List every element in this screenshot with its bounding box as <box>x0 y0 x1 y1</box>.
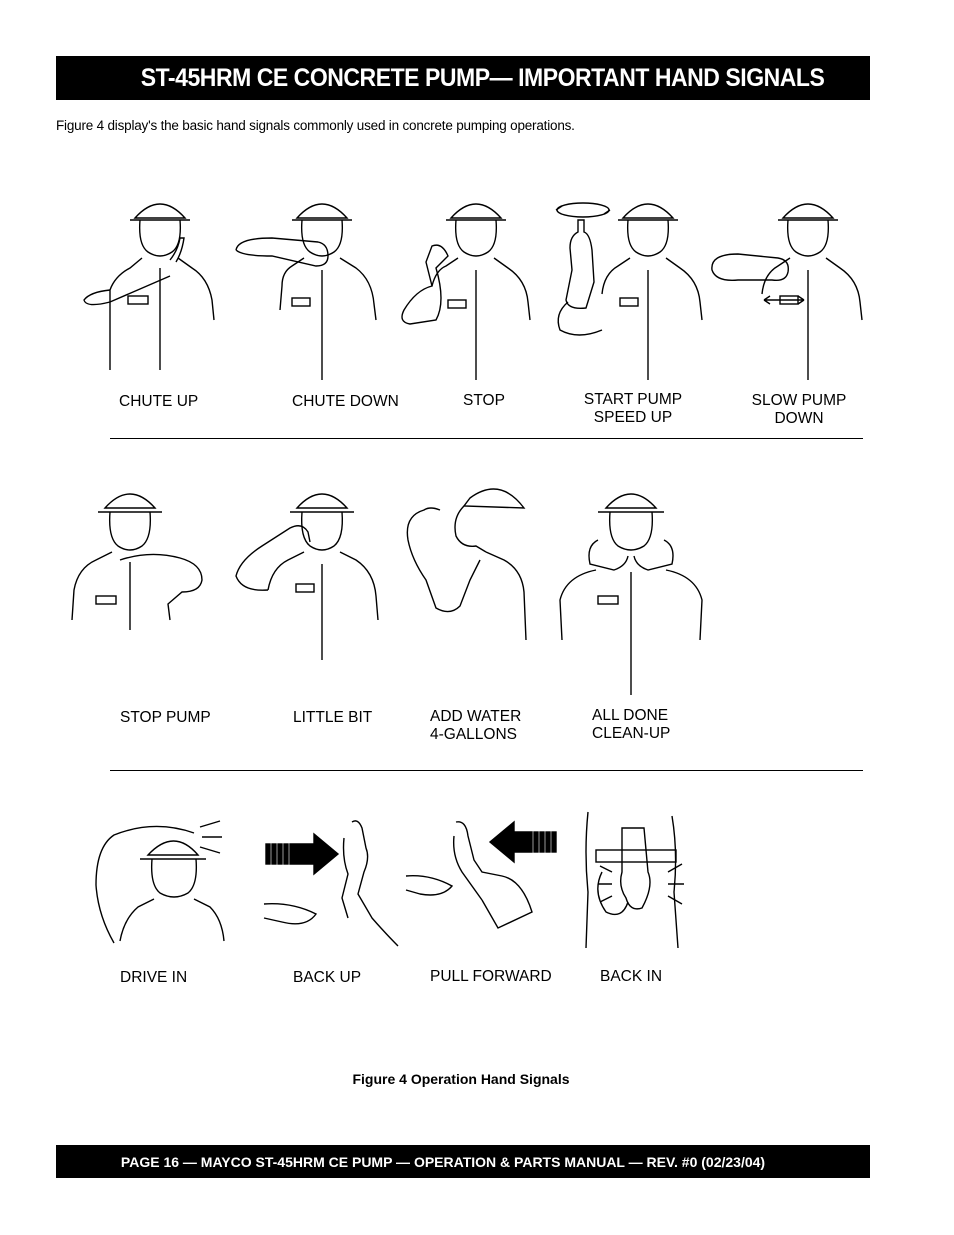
signal-label-chute-up: CHUTE UP <box>119 393 199 410</box>
start-pump-illustration <box>548 190 708 385</box>
signal-label-all-done: ALL DONE <box>592 707 669 724</box>
signal-label-stop: STOP <box>463 392 505 409</box>
slow-pump-illustration <box>708 190 868 385</box>
signal-label-back-up: BACK UP <box>293 969 362 986</box>
pull-forward-illustration <box>402 816 572 941</box>
add-water-illustration <box>400 480 530 655</box>
signal-label-add-water: ADD WATER <box>430 708 522 725</box>
stop-pump-illustration <box>70 480 210 635</box>
signal-label-slow-pump: SLOW PUMP <box>751 392 847 409</box>
signal-label-4-gallons: 4-GALLONS <box>430 726 518 743</box>
signal-label-little-bit: LITTLE BIT <box>293 709 373 726</box>
signal-label-chute-down: CHUTE DOWN <box>292 393 399 410</box>
signal-label-pull-forward: PULL FORWARD <box>430 968 552 985</box>
signal-label-stop-pump: STOP PUMP <box>120 709 211 726</box>
page-title: ST-45HRM CE CONCRETE PUMP— IMPORTANT HAN… <box>141 63 825 92</box>
page-footer-text: PAGE 16 — MAYCO ST-45HRM CE PUMP — OPERA… <box>120 1153 766 1170</box>
back-up-illustration <box>262 818 402 953</box>
page-title-bar: ST-45HRM CE CONCRETE PUMP— IMPORTANT HAN… <box>56 56 870 100</box>
figure-caption-text: Figure 4 Operation Hand Signals <box>352 1071 570 1087</box>
page-footer-bar: PAGE 16 — MAYCO ST-45HRM CE PUMP — OPERA… <box>56 1145 870 1178</box>
row-divider <box>110 770 863 771</box>
back-in-illustration <box>582 811 692 953</box>
row-divider <box>110 438 863 439</box>
chute-down-illustration <box>232 190 382 385</box>
intro-text: Figure 4 display's the basic hand signal… <box>56 118 575 133</box>
signal-label-drive-in: DRIVE IN <box>120 969 188 986</box>
all-done-illustration <box>556 480 706 700</box>
signal-label-down: DOWN <box>774 410 824 427</box>
figure-caption: Figure 4 Operation Hand Signals <box>0 1071 954 1087</box>
drive-in-illustration <box>94 815 225 950</box>
chute-up-illustration <box>80 190 220 385</box>
signal-label-clean-up: CLEAN-UP <box>592 725 671 742</box>
stop-illustration <box>396 190 546 385</box>
little-bit-illustration <box>232 480 382 665</box>
signal-label-back-in: BACK IN <box>600 968 663 985</box>
signal-label-speed-up: SPEED UP <box>593 409 673 426</box>
signal-label-start-pump: START PUMP <box>583 391 683 408</box>
